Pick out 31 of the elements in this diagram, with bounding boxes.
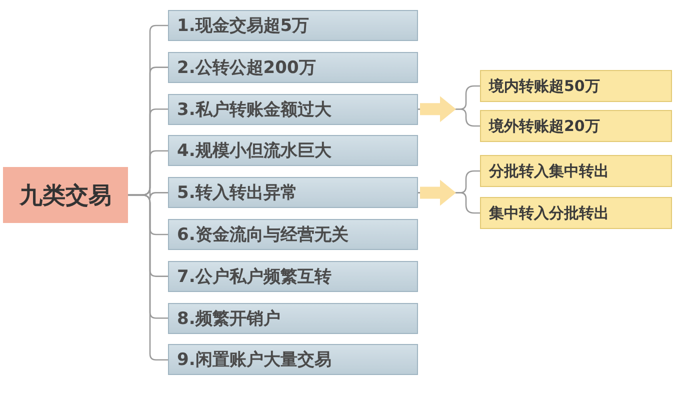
- category-box: [168, 135, 418, 166]
- node-label: 5.转入转出异常: [177, 182, 298, 204]
- node-label: 集中转入分批转出: [489, 204, 609, 222]
- detail-box: [480, 70, 672, 102]
- node-label: 境外转账超20万: [489, 116, 600, 136]
- category-box: [168, 94, 418, 125]
- node-label: 3.私户转账金额过大: [177, 98, 332, 121]
- category-box: [168, 10, 418, 41]
- node-label: 1.现金交易超5万: [177, 15, 310, 37]
- node-label: 9.闲置账户大量交易: [177, 349, 332, 372]
- node-label: 分批转入集中转出: [489, 162, 609, 180]
- category-box: [168, 219, 418, 250]
- detail-box: [480, 155, 672, 187]
- root-box: [3, 167, 128, 223]
- category-box: [168, 177, 418, 208]
- block-arrow: [420, 96, 456, 122]
- bracket-connector: [128, 194, 168, 361]
- block-arrow: [420, 180, 456, 206]
- node-label: 8.频繁开销户: [177, 308, 280, 330]
- node-label: 九类交易: [20, 182, 112, 210]
- node-label: 境内转账超50万: [489, 76, 600, 96]
- category-box: [168, 260, 418, 292]
- category-box: [168, 344, 418, 376]
- category-box: [168, 52, 418, 83]
- node-label: 4.规模小但流水巨大: [177, 140, 332, 162]
- detail-box: [480, 197, 672, 229]
- node-label: 2.公转公超200万: [177, 56, 316, 79]
- node-label: 6.资金流向与经营无关: [177, 224, 348, 246]
- category-box: [168, 302, 418, 334]
- detail-box: [480, 110, 672, 142]
- node-label: 7.公户私户频繁互转: [177, 266, 332, 288]
